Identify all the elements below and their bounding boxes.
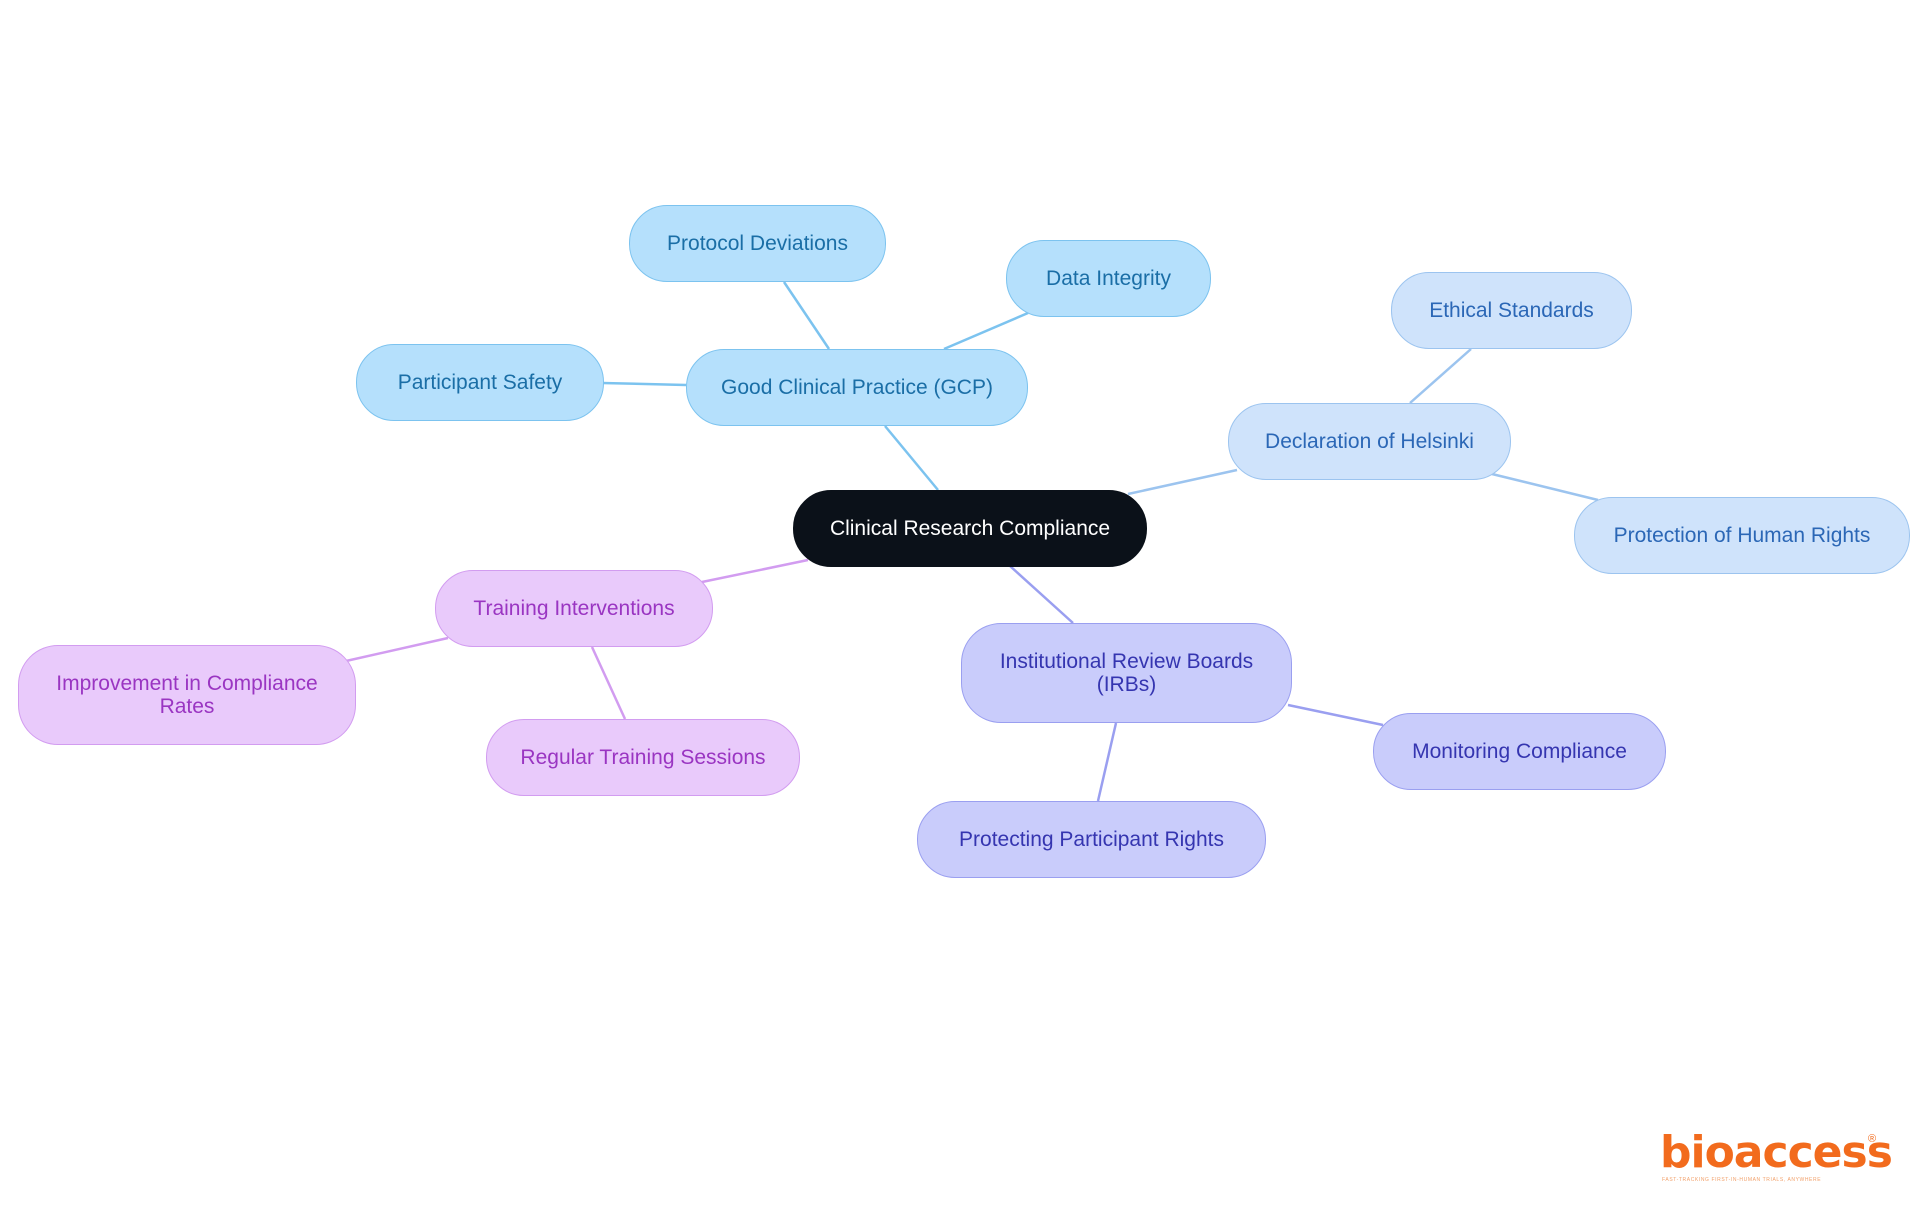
edge-helsinki-human-rights (1491, 472, 1599, 502)
branch-node-gcp[interactable]: Good Clinical Practice (GCP) (686, 349, 1028, 426)
branch-node-label: Good Clinical Practice (GCP) (721, 376, 993, 399)
leaf-node-label: Protocol Deviations (667, 232, 848, 255)
edge-irb-rights (1096, 722, 1118, 802)
registered-mark-icon: ® (1868, 1133, 1877, 1145)
edge-gcp-integrity (943, 311, 1029, 351)
edge-helsinki-ethical (1409, 348, 1472, 404)
branch-node-training-interventions[interactable]: Training Interventions (435, 570, 713, 647)
leaf-node-protection-of-human-rights[interactable]: Protection of Human Rights (1574, 497, 1910, 574)
leaf-node-label: Participant Safety (397, 371, 563, 394)
edge-training-rates (345, 636, 449, 663)
branch-node-label: Institutional Review Boards (IRBs) (999, 650, 1254, 696)
leaf-node-label: Regular Training Sessions (520, 746, 766, 769)
branch-node-label: Training Interventions (473, 597, 675, 620)
leaf-node-label: Protecting Participant Rights (959, 828, 1224, 851)
leaf-node-label: Protection of Human Rights (1613, 524, 1871, 547)
edge-root-irb (1009, 565, 1074, 624)
leaf-node-data-integrity[interactable]: Data Integrity (1006, 240, 1211, 317)
branch-node-declaration-of-helsinki[interactable]: Declaration of Helsinki (1228, 403, 1511, 480)
leaf-node-regular-training-sessions[interactable]: Regular Training Sessions (486, 719, 800, 796)
edge-root-helsinki (1127, 468, 1238, 496)
leaf-node-monitoring-compliance[interactable]: Monitoring Compliance (1373, 713, 1666, 790)
leaf-node-improvement-in-compliance-rates[interactable]: Improvement in Compliance Rates (18, 645, 356, 745)
root-node-label: Clinical Research Compliance (829, 517, 1111, 540)
leaf-node-label: Monitoring Compliance (1412, 740, 1627, 763)
edge-gcp-safety (601, 381, 687, 387)
edge-gcp-protocol (782, 281, 831, 350)
leaf-node-label: Ethical Standards (1429, 299, 1594, 322)
leaf-node-label: Data Integrity (1046, 267, 1171, 290)
leaf-node-protecting-participant-rights[interactable]: Protecting Participant Rights (917, 801, 1266, 878)
leaf-node-protocol-deviations[interactable]: Protocol Deviations (629, 205, 886, 282)
leaf-node-participant-safety[interactable]: Participant Safety (356, 344, 604, 421)
branch-node-label: Declaration of Helsinki (1265, 430, 1474, 453)
root-node-clinical-research-compliance[interactable]: Clinical Research Compliance (793, 490, 1147, 567)
bioaccess-logo: bioaccess ® FAST-TRACKING FIRST-IN-HUMAN… (1660, 1131, 1893, 1185)
logo-tagline: FAST-TRACKING FIRST-IN-HUMAN TRIALS, ANY… (1662, 1177, 1822, 1183)
logo-wordmark: bioaccess (1660, 1127, 1893, 1178)
edge-irb-monitoring (1287, 703, 1384, 727)
edge-root-gcp (884, 425, 939, 491)
edge-training-sessions (590, 646, 627, 720)
leaf-node-ethical-standards[interactable]: Ethical Standards (1391, 272, 1632, 349)
edge-root-training (701, 558, 809, 584)
branch-node-institutional-review-boards[interactable]: Institutional Review Boards (IRBs) (961, 623, 1292, 723)
leaf-node-label: Improvement in Compliance Rates (56, 672, 318, 718)
